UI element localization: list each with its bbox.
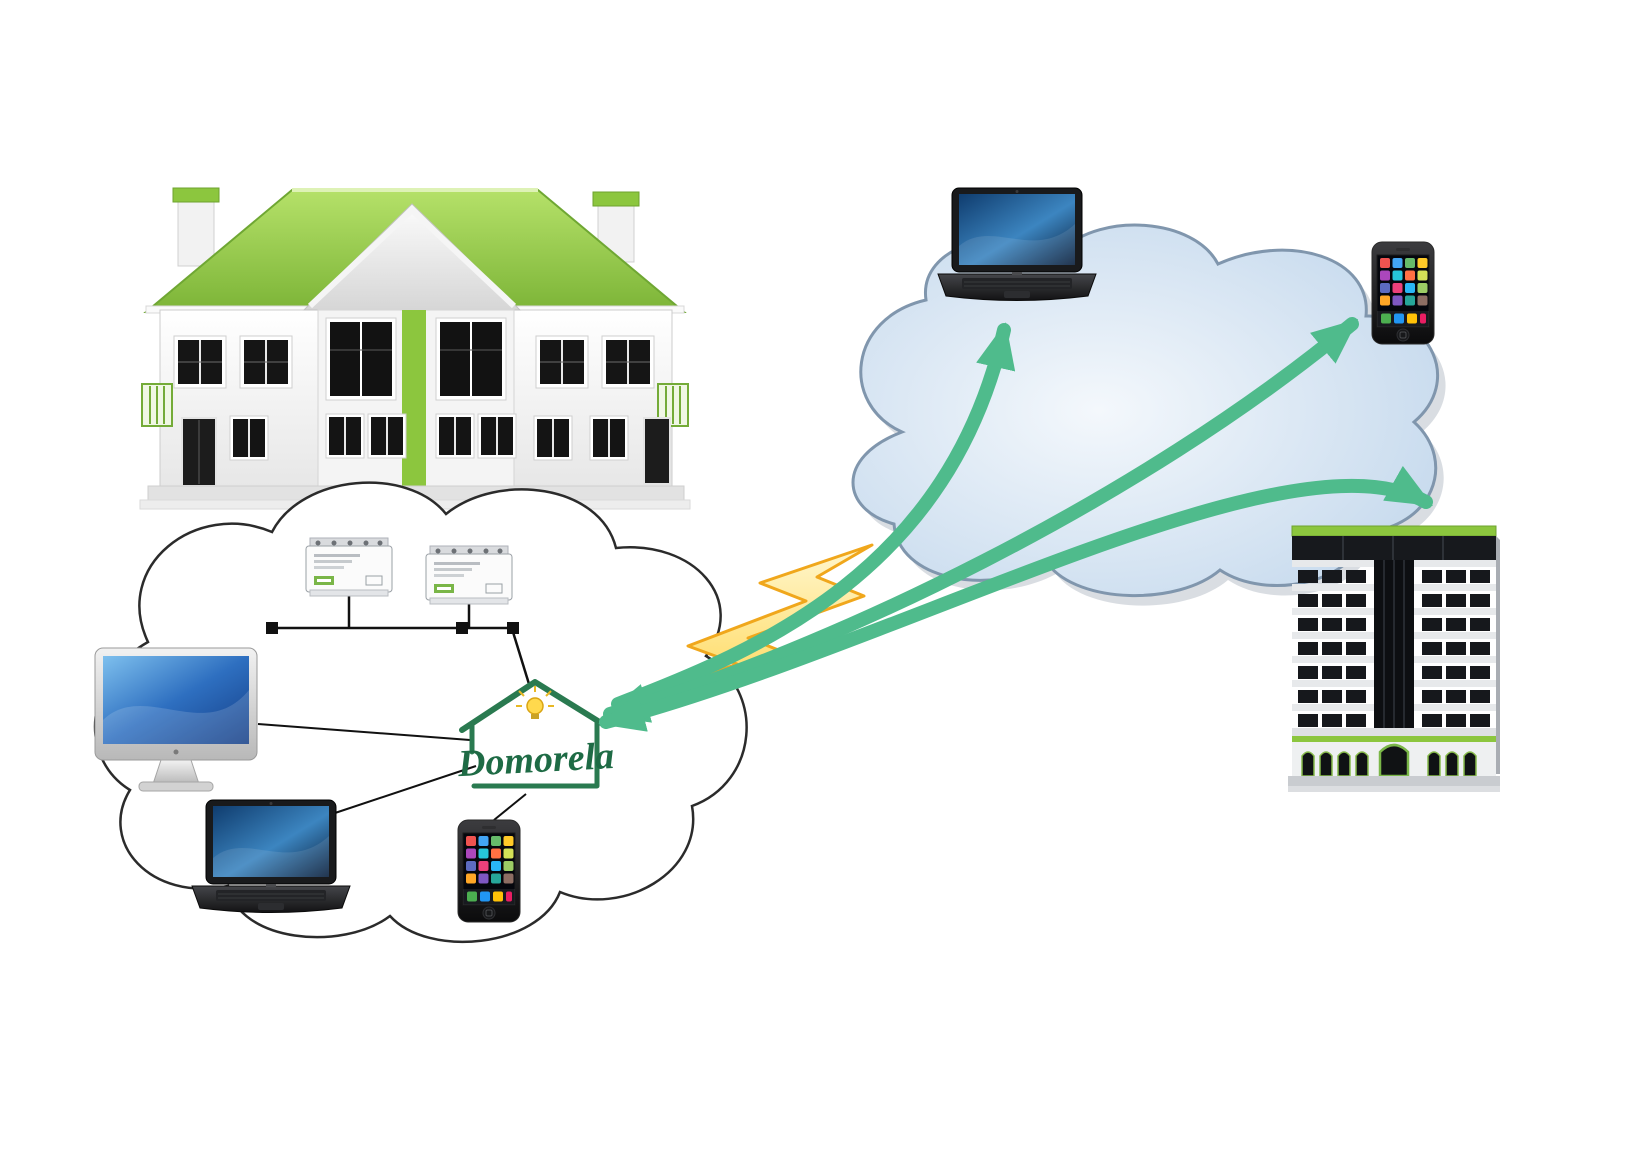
lightbulb-icon xyxy=(516,686,554,719)
bus-node-2 xyxy=(456,622,468,634)
house-gable-trim xyxy=(307,205,517,309)
logo-house-walls xyxy=(469,719,600,789)
office-building-icon xyxy=(1288,525,1500,792)
window-center-big-right xyxy=(435,317,507,401)
din-module-1-icon xyxy=(305,537,393,597)
knx-bus-wiring xyxy=(272,596,531,685)
window-upper-left-2 xyxy=(239,335,293,389)
bus-node-3 xyxy=(507,622,519,634)
balcony-left xyxy=(141,383,173,427)
window-center-small-2 xyxy=(367,413,407,459)
laptop-local-icon xyxy=(191,799,351,913)
house-door-right xyxy=(643,417,671,485)
window-lower-right-1 xyxy=(533,415,573,461)
window-upper-right-2 xyxy=(601,335,655,389)
bus-node-1 xyxy=(266,622,278,634)
window-lower-right-2 xyxy=(589,415,629,461)
window-center-small-1 xyxy=(325,413,365,459)
window-upper-left-1 xyxy=(173,335,227,389)
chimney-left-icon xyxy=(172,187,220,267)
device-links xyxy=(257,723,527,821)
window-lower-left xyxy=(229,415,269,461)
arrow-to-office-building xyxy=(598,465,1433,732)
building-entrance-arch xyxy=(1378,743,1410,778)
remote-access-arrows xyxy=(598,317,1433,732)
house-illustration xyxy=(139,187,691,510)
window-upper-right-1 xyxy=(535,335,589,389)
din-module-2-icon xyxy=(425,545,513,605)
house-door-left xyxy=(181,417,217,487)
desktop-monitor-icon xyxy=(94,647,258,792)
house-center-stripe xyxy=(402,310,426,486)
smartphone-local-icon xyxy=(457,819,521,923)
window-center-small-3 xyxy=(435,413,475,459)
domorela-logo: Domorela xyxy=(456,679,615,789)
window-center-small-4 xyxy=(477,413,517,459)
window-center-big-left xyxy=(325,317,397,401)
laptop-remote-icon xyxy=(937,187,1097,301)
logo-text: Domorela xyxy=(456,735,615,785)
logo-house-roof xyxy=(459,679,609,733)
smartphone-remote-icon xyxy=(1371,241,1435,345)
